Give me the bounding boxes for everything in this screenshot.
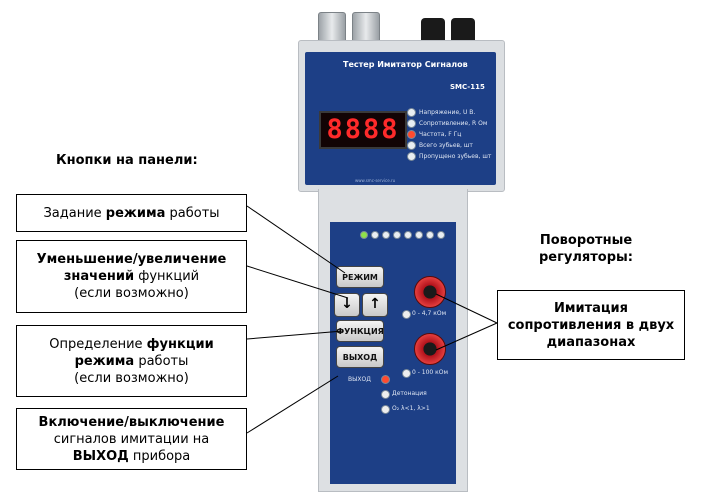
device-model: SMC-115 bbox=[450, 83, 485, 91]
cable-gland-2 bbox=[352, 12, 380, 44]
knobs-heading: Поворотные регуляторы: bbox=[538, 232, 634, 266]
indicator-resistance: Сопротивление, R Ом bbox=[407, 119, 487, 128]
indicator-led bbox=[407, 152, 416, 161]
line-output bbox=[246, 375, 339, 434]
mode-led bbox=[437, 231, 445, 239]
knob1-led bbox=[402, 310, 411, 319]
line-knob1 bbox=[435, 293, 498, 324]
indicator-led bbox=[407, 108, 416, 117]
lambda-led bbox=[381, 405, 390, 414]
callout-output-line2: сигналов имитации на bbox=[53, 431, 210, 447]
mode-led-row bbox=[360, 231, 448, 239]
indicator-label: Сопротивление, R Ом bbox=[419, 120, 488, 127]
device-title: Тестер Имитатор Сигналов bbox=[343, 60, 468, 69]
arrow-buttons: ↓ ↑ bbox=[334, 293, 390, 317]
knobs-heading-line1: Поворотные bbox=[539, 233, 633, 248]
callout-output-line3: ВЫХОД прибора bbox=[21, 448, 242, 465]
callout-updown: Уменьшение/увеличение значений функций (… bbox=[16, 240, 247, 313]
indicator-label: Напряжение, U В. bbox=[419, 109, 476, 116]
connector-1 bbox=[421, 18, 445, 44]
detonation-led bbox=[381, 390, 390, 399]
resistance-knob-1[interactable] bbox=[414, 276, 446, 308]
callout-function: Определение функции режима работы (если … bbox=[16, 325, 247, 397]
output-led bbox=[381, 375, 390, 384]
mode-led bbox=[382, 231, 390, 239]
callout-updown-line1: Уменьшение/увеличение bbox=[36, 252, 227, 267]
callout-resistance: Имитация сопротивления в двух диапазонах bbox=[497, 290, 685, 360]
knob2-label: 0 - 100 кОм bbox=[412, 369, 449, 376]
callout-function-line3: (если возможно) bbox=[74, 370, 189, 386]
callout-output-line1: Включение/выключение bbox=[38, 414, 225, 430]
callout-resistance-line3: диапазонах bbox=[546, 334, 636, 350]
led-display: 8888 bbox=[319, 111, 407, 149]
mode-led bbox=[404, 231, 412, 239]
callout-function-line2-bold: режима bbox=[74, 353, 135, 369]
line-updown bbox=[246, 265, 349, 299]
indicator-total-teeth: Всего зубьев, шт bbox=[407, 141, 473, 150]
lambda-label: O₂ λ<1, λ>1 bbox=[392, 405, 430, 412]
down-arrow-button[interactable]: ↓ bbox=[334, 293, 360, 317]
callout-function-line1: Определение функции bbox=[21, 336, 242, 353]
resistance-knob-2[interactable] bbox=[414, 333, 446, 365]
buttons-heading: Кнопки на панели: bbox=[56, 153, 198, 168]
callout-function-line2-post: работы bbox=[134, 353, 189, 369]
indicator-frequency: Частота, F Гц bbox=[407, 130, 461, 139]
indicator-led bbox=[407, 130, 416, 139]
mode-button[interactable]: РЕЖИМ bbox=[336, 266, 384, 288]
indicator-voltage: Напряжение, U В. bbox=[407, 108, 475, 117]
knob2-led bbox=[402, 369, 411, 378]
indicator-missed-teeth: Пропущено зубьев, шт bbox=[407, 152, 491, 161]
mode-led bbox=[360, 231, 368, 239]
connector-2 bbox=[451, 18, 475, 44]
line-mode bbox=[246, 205, 346, 274]
callout-resistance-line1: Имитация bbox=[553, 300, 628, 316]
output-button[interactable]: ВЫХОД bbox=[336, 346, 384, 368]
callout-output-line3-post: прибора bbox=[128, 448, 191, 464]
indicator-label: Пропущено зубьев, шт bbox=[419, 153, 492, 160]
callout-output: Включение/выключение сигналов имитации н… bbox=[16, 408, 247, 470]
callout-function-line2: режима работы bbox=[21, 353, 242, 370]
knobs-heading-line2: регуляторы: bbox=[539, 250, 633, 265]
callout-mode-text: Задание режима работы bbox=[21, 205, 242, 222]
device-url: www.smc-service.ru bbox=[355, 178, 396, 183]
indicator-label: Всего зубьев, шт bbox=[419, 142, 473, 149]
callout-output-line3-bold: ВЫХОД bbox=[72, 448, 129, 464]
line-function bbox=[246, 330, 344, 340]
cable-gland-1 bbox=[318, 12, 346, 44]
up-arrow-button[interactable]: ↑ bbox=[362, 293, 388, 317]
mode-led bbox=[393, 231, 401, 239]
callout-function-pre: Определение bbox=[49, 336, 147, 352]
callout-mode: Задание режима работы bbox=[16, 194, 247, 232]
callout-mode-post: работы bbox=[165, 205, 220, 221]
knob1-label: 0 - 4,7 кОм bbox=[412, 310, 447, 317]
indicator-led bbox=[407, 119, 416, 128]
indicator-led bbox=[407, 141, 416, 150]
callout-updown-line2-post: функций bbox=[134, 269, 200, 284]
function-button[interactable]: ФУНКЦИЯ bbox=[336, 320, 384, 342]
callout-updown-line2: значений функций bbox=[21, 268, 242, 285]
detonation-label: Детонация bbox=[392, 390, 427, 397]
line-knob2 bbox=[435, 322, 498, 351]
output-led-label: ВЫХОД bbox=[348, 376, 371, 383]
callout-mode-pre: Задание bbox=[43, 205, 106, 221]
callout-mode-bold: режима bbox=[105, 205, 166, 221]
callout-function-bold: функции bbox=[146, 336, 214, 352]
callout-updown-line3: (если возможно) bbox=[74, 286, 189, 301]
mode-led bbox=[371, 231, 379, 239]
mode-led bbox=[415, 231, 423, 239]
callout-updown-line2-bold: значений bbox=[63, 269, 135, 284]
mode-led bbox=[426, 231, 434, 239]
indicator-label: Частота, F Гц bbox=[419, 131, 462, 138]
callout-resistance-line2: сопротивления в двух bbox=[507, 317, 675, 333]
